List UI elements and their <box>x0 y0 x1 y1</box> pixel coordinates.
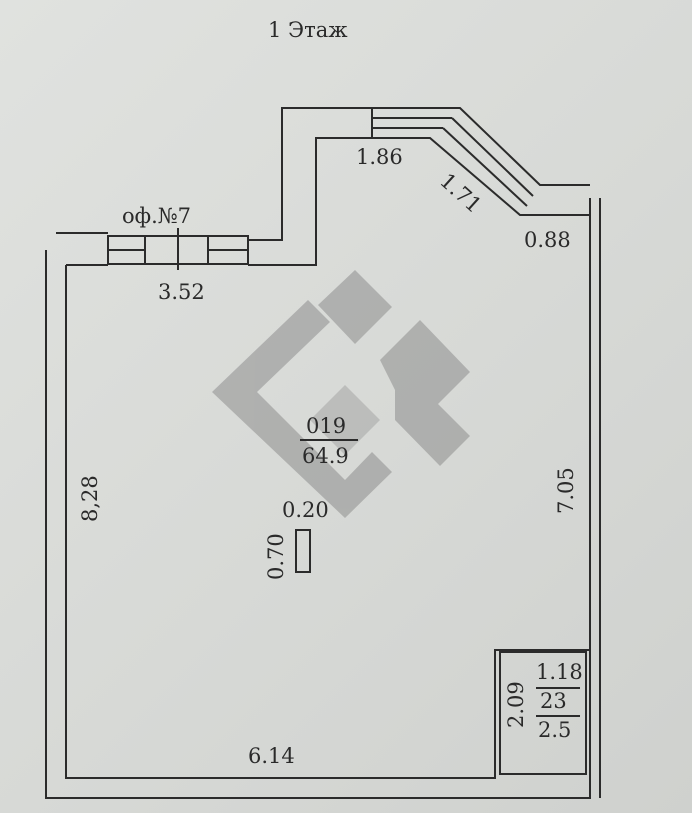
dim-left-wall: 8,28 <box>78 475 102 522</box>
office-label: оф.№7 <box>122 204 191 228</box>
walls <box>45 107 601 799</box>
small-room-outline <box>499 651 587 775</box>
watermark-logo <box>212 270 470 518</box>
column <box>295 529 311 573</box>
dim-corner-right: 0.88 <box>524 228 571 252</box>
main-room-area: 64.9 <box>302 444 349 468</box>
dim-column-height: 0.70 <box>264 533 288 580</box>
outer-wall <box>45 198 591 799</box>
corridor-inner <box>248 137 372 266</box>
small-room-height: 2.09 <box>504 681 528 728</box>
dim-entrance: 3.52 <box>158 280 205 304</box>
dim-top-wall: 1.86 <box>356 145 403 169</box>
stair-outer <box>372 107 590 186</box>
main-room-number: 019 <box>306 414 347 438</box>
watermark-shape-right <box>380 320 470 466</box>
stair-inner <box>372 137 591 216</box>
watermark-shape-center <box>310 385 380 455</box>
watermark-shape-square <box>318 270 392 344</box>
small-room-width: 1.18 <box>536 660 583 684</box>
floor-title: 1 Этаж <box>268 18 348 42</box>
corridor-outer <box>248 107 372 241</box>
small-room-number: 23 <box>540 689 567 713</box>
watermark-shape-left <box>212 300 392 518</box>
dim-bottom-wall: 6.14 <box>248 744 295 768</box>
dim-right-wall: 7.05 <box>554 467 578 514</box>
small-room-area: 2.5 <box>538 718 572 742</box>
inner-wall <box>65 265 590 779</box>
dim-column-width: 0.20 <box>282 498 329 522</box>
